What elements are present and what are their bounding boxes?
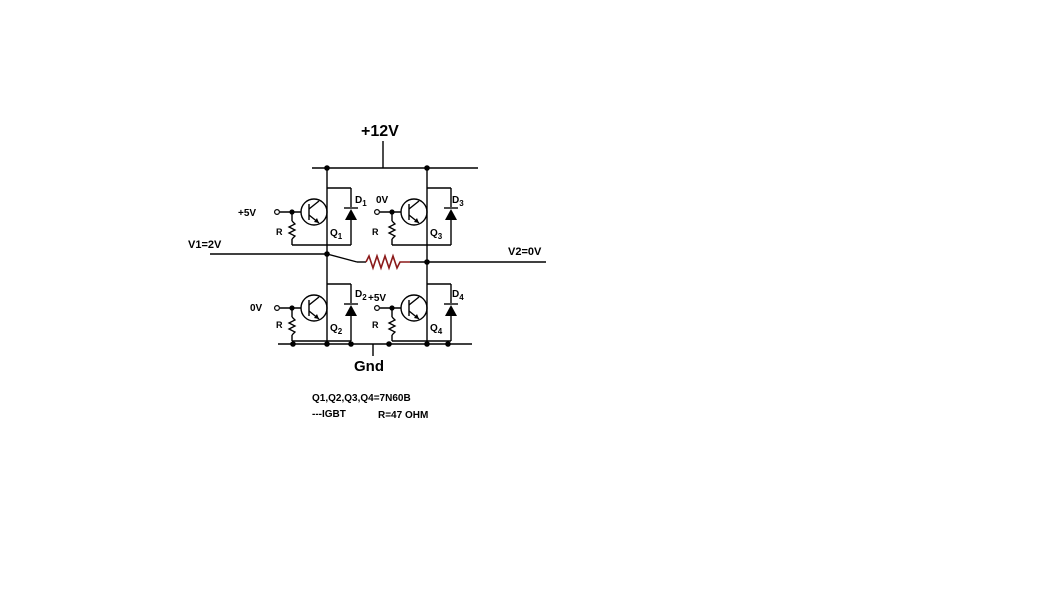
note-device-type: ---IGBT bbox=[312, 409, 346, 420]
d2-sub: 2 bbox=[362, 293, 367, 302]
q3-resistor-label: R bbox=[372, 227, 379, 237]
q4-label: Q4 bbox=[430, 323, 443, 336]
v1-label: V1=2V bbox=[188, 239, 222, 251]
q2-sub: 2 bbox=[338, 327, 343, 336]
q1-sub: 1 bbox=[338, 232, 343, 241]
d4-label: D4 bbox=[452, 289, 464, 302]
q3-label: Q3 bbox=[430, 228, 443, 241]
ground-label: Gnd bbox=[354, 358, 384, 375]
leg-q1: +5V R Q1 D1 bbox=[238, 187, 367, 246]
note-transistor-model: Q1,Q2,Q3,Q4=7N60B bbox=[312, 393, 411, 404]
q2-name: Q bbox=[330, 323, 338, 334]
d3-label: D3 bbox=[452, 195, 464, 208]
d4-sub: 4 bbox=[459, 293, 464, 302]
output-wires bbox=[210, 253, 546, 263]
q4-gate-voltage: +5V bbox=[368, 293, 386, 304]
q3-gate-voltage: 0V bbox=[376, 195, 389, 206]
q3-name: Q bbox=[430, 228, 438, 239]
q1-gate-voltage: +5V bbox=[238, 208, 256, 219]
d1-label: D1 bbox=[355, 195, 367, 208]
ground-rail bbox=[278, 341, 472, 356]
q2-gate-voltage: 0V bbox=[250, 303, 263, 314]
q1-name: Q bbox=[330, 228, 338, 239]
d4-name: D bbox=[452, 289, 459, 300]
d1-name: D bbox=[355, 195, 362, 206]
note-resistor-value: R=47 OHM bbox=[378, 410, 428, 421]
q2-label: Q2 bbox=[330, 323, 343, 336]
leg-q4: +5V R Q4 D4 bbox=[368, 283, 464, 342]
q4-resistor-label: R bbox=[372, 320, 379, 330]
leg-q3: 0V R Q3 D3 bbox=[372, 187, 464, 246]
v2-label: V2=0V bbox=[508, 246, 542, 258]
q1-label: Q1 bbox=[330, 228, 343, 241]
d2-name: D bbox=[355, 289, 362, 300]
leg-q2: 0V R Q2 D2 bbox=[250, 283, 367, 342]
supply-label: +12V bbox=[361, 123, 399, 140]
supply-rail bbox=[312, 141, 478, 171]
d2-label: D2 bbox=[355, 289, 367, 302]
q3-sub: 3 bbox=[438, 232, 443, 241]
q1-resistor-label: R bbox=[276, 227, 283, 237]
d1-sub: 1 bbox=[362, 199, 367, 208]
d3-sub: 3 bbox=[459, 199, 464, 208]
q2-resistor-label: R bbox=[276, 320, 283, 330]
load-resistor bbox=[326, 253, 427, 271]
q4-sub: 4 bbox=[438, 327, 443, 336]
q4-name: Q bbox=[430, 323, 438, 334]
d3-name: D bbox=[452, 195, 459, 206]
